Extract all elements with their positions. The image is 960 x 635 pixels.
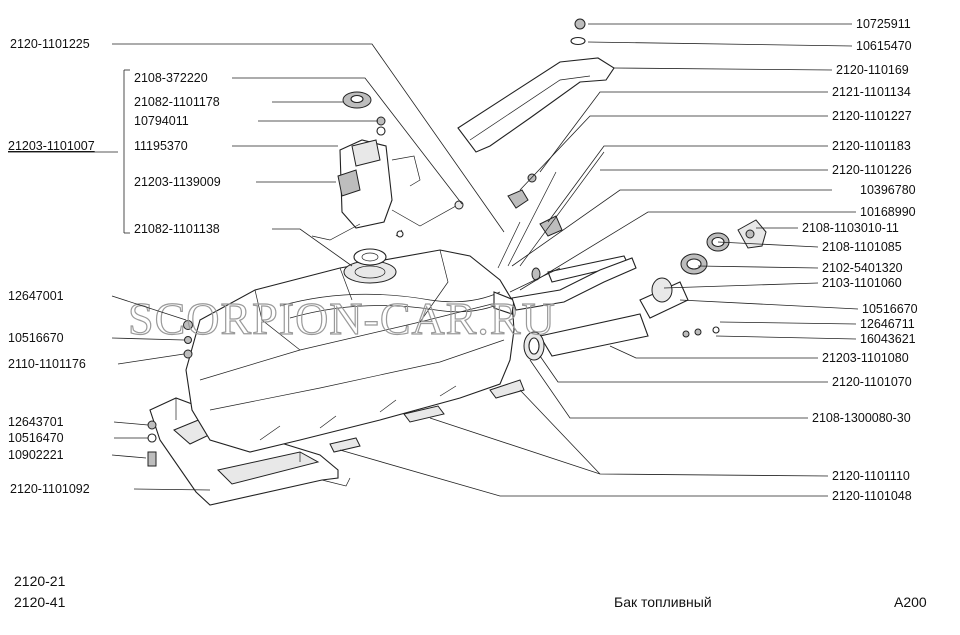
vent-valve-drawing bbox=[497, 151, 605, 269]
label-2120-1101226: 2120-1101226 bbox=[832, 163, 912, 177]
label-21203-1101007: 21203-1101007 bbox=[8, 139, 95, 153]
label-2120-1101110: 2120-1101110 bbox=[832, 469, 910, 483]
label-10516670-left: 10516670 bbox=[8, 331, 64, 345]
footer-model-2: 2120-41 bbox=[14, 594, 66, 610]
watermark-text: SCORPION-CAR.RU bbox=[128, 293, 556, 344]
footer: 2120-21 2120-41 Бак топливный A200 bbox=[14, 573, 927, 610]
label-21203-1139009: 21203-1139009 bbox=[134, 175, 221, 189]
label-2108-1300080-30: 2108-1300080-30 bbox=[812, 411, 911, 425]
footer-code: A200 bbox=[894, 594, 927, 610]
label-2121-1101134: 2121-1101134 bbox=[832, 85, 911, 99]
label-2110-1101176: 2110-1101176 bbox=[8, 357, 86, 371]
label-16043621: 16043621 bbox=[860, 332, 916, 346]
label-2120-110169: 2120-110169 bbox=[836, 63, 909, 77]
parts-drawing bbox=[147, 18, 767, 506]
label-21082-1101138: 21082-1101138 bbox=[134, 222, 220, 236]
label-12646711: 12646711 bbox=[860, 317, 915, 331]
label-2108-1101085: 2108-1101085 bbox=[822, 240, 902, 254]
label-2120-1101048: 2120-1101048 bbox=[832, 489, 912, 503]
label-11195370: 11195370 bbox=[134, 139, 188, 153]
part-labels: 2120-1101225 2108-372220 21082-1101178 1… bbox=[8, 17, 918, 503]
label-10516470: 10516470 bbox=[8, 431, 64, 445]
label-2103-1101060: 2103-1101060 bbox=[822, 276, 902, 290]
label-2108-1103010-11: 2108-1103010-11 bbox=[802, 221, 899, 235]
bracket-drawing bbox=[457, 18, 615, 153]
label-2120-1101092: 2120-1101092 bbox=[10, 482, 90, 496]
footer-model-1: 2120-21 bbox=[14, 573, 66, 589]
tank-straps-drawing bbox=[329, 379, 525, 453]
label-10168990: 10168990 bbox=[860, 205, 916, 219]
label-12647001: 12647001 bbox=[8, 289, 64, 303]
leader-lines bbox=[111, 23, 859, 497]
label-10794011: 10794011 bbox=[134, 114, 189, 128]
label-2108-372220: 2108-372220 bbox=[134, 71, 208, 85]
label-10516670-right: 10516670 bbox=[862, 302, 918, 316]
label-10725911: 10725911 bbox=[856, 17, 911, 31]
label-2102-5401320: 2102-5401320 bbox=[822, 261, 903, 275]
label-2120-1101070: 2120-1101070 bbox=[832, 375, 912, 389]
label-10615470: 10615470 bbox=[856, 39, 912, 53]
label-2120-1101183: 2120-1101183 bbox=[832, 139, 911, 153]
label-2120-1101225: 2120-1101225 bbox=[10, 37, 90, 51]
fuel-tank-drawing bbox=[185, 249, 515, 453]
footer-title: Бак топливный bbox=[614, 594, 712, 610]
label-10396780: 10396780 bbox=[860, 183, 916, 197]
label-21203-1101080: 21203-1101080 bbox=[822, 351, 909, 365]
label-10902221: 10902221 bbox=[8, 448, 64, 462]
label-12643701: 12643701 bbox=[8, 415, 64, 429]
label-21082-1101178: 21082-1101178 bbox=[134, 95, 220, 109]
label-2120-1101227: 2120-1101227 bbox=[832, 109, 912, 123]
fuel-pump-drawing bbox=[311, 91, 464, 266]
